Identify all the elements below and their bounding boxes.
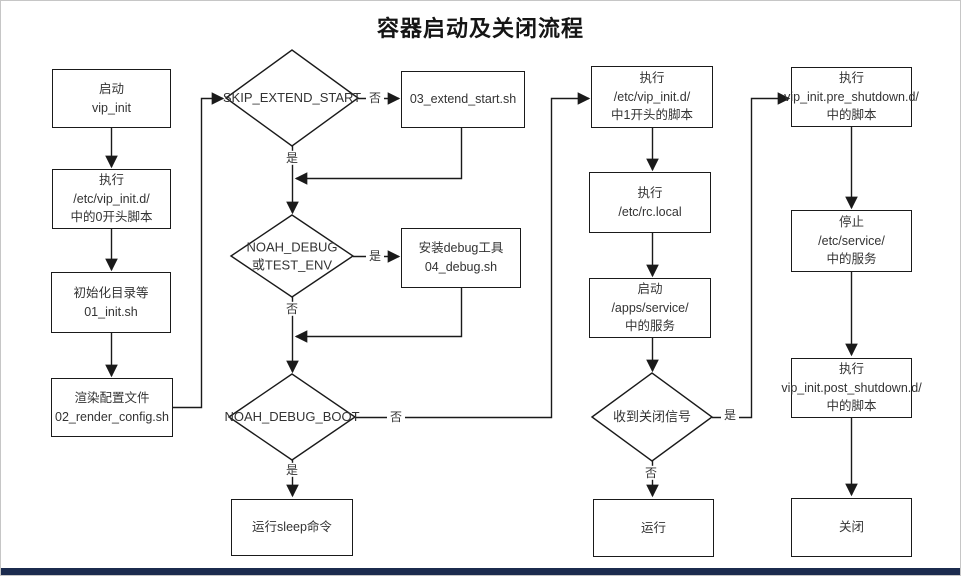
edge-label-noah-debug-no: 否 xyxy=(282,301,302,317)
node-pre-shutdown: 执行 vip_init.pre_shutdown.d/ 中的脚本 xyxy=(784,67,919,127)
node-init-dirs: 初始化目录等 01_init.sh xyxy=(51,272,171,333)
edge-debugsh-merge xyxy=(294,288,463,343)
edge-extendstart-merge xyxy=(294,128,463,185)
decision-shape-skip-extend-start xyxy=(224,49,360,147)
edge-label-skip-extend-yes: 是 xyxy=(282,150,302,166)
node-start: 启动 vip_init xyxy=(52,69,171,128)
edge-label-skip-extend-no: 否 xyxy=(365,90,385,106)
edge-render-to-skipextend xyxy=(173,92,225,409)
node-run-sleep: 运行sleep命令 xyxy=(231,499,353,556)
node-exec-zero-scripts: 执行 /etc/vip_init.d/ 中的0开头脚本 xyxy=(52,169,171,229)
node-extend-start: 03_extend_start.sh xyxy=(401,71,525,128)
node-rc-local: 执行 /etc/rc.local xyxy=(589,172,711,233)
node-start-services: 启动 /apps/service/ 中的服务 xyxy=(589,278,711,338)
node-post-shutdown: 执行 vip_init.post_shutdown.d/ 中的脚本 xyxy=(781,358,922,418)
edge-label-signal-yes: 是 xyxy=(720,407,740,423)
edge-debugboot-no xyxy=(355,92,591,419)
decision-shape-received-shutdown-signal xyxy=(590,372,714,462)
decision-shape-noah-debug-or-test-env xyxy=(229,214,355,298)
edge-signal-yes xyxy=(712,92,791,419)
node-exec-one-scripts: 执行 /etc/vip_init.d/ 中1开头的脚本 xyxy=(591,66,713,128)
footer-bar xyxy=(1,568,960,575)
node-install-debug: 安装debug工具 04_debug.sh xyxy=(401,228,521,288)
page-title: 容器启动及关闭流程 xyxy=(376,16,584,41)
edge-label-debug-boot-yes: 是 xyxy=(282,462,302,478)
decision-shape-noah-debug-boot xyxy=(227,373,357,461)
node-running: 运行 xyxy=(593,499,714,557)
edge-label-signal-no: 否 xyxy=(641,465,661,481)
node-stop-services: 停止 /etc/service/ 中的服务 xyxy=(791,210,912,272)
node-render-config: 渲染配置文件 02_render_config.sh xyxy=(51,378,173,437)
edge-label-noah-debug-yes: 是 xyxy=(365,248,385,264)
edge-label-debug-boot-no: 否 xyxy=(386,409,406,425)
node-closed: 关闭 xyxy=(791,498,912,557)
